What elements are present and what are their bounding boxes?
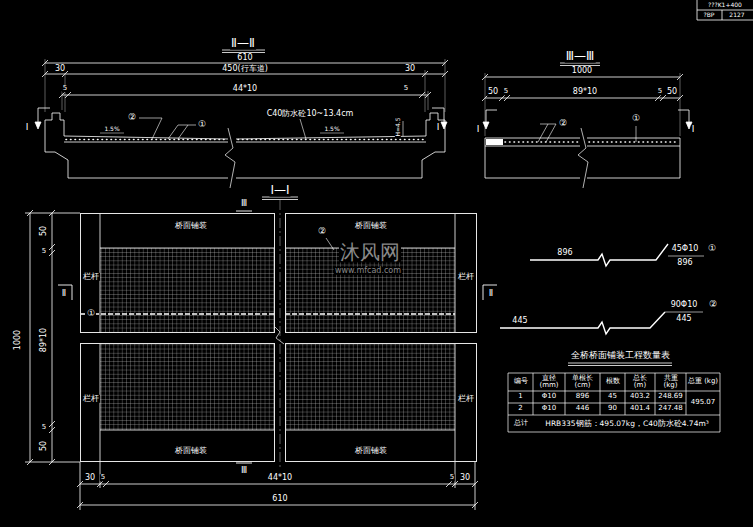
table-header: 单根长 (cm): [565, 375, 600, 390]
deck-panel: 桥面铺装栏杆: [285, 213, 477, 333]
railing-label: 栏杆: [457, 273, 475, 281]
dimension-text: 5: [41, 424, 47, 431]
dimension-text: 445: [511, 317, 528, 325]
section-mark: Ⅰ: [436, 123, 441, 132]
dimension-text: 5: [657, 88, 663, 95]
callout-number: ①: [631, 114, 641, 123]
table-header: 直径 (mm): [533, 375, 565, 390]
callout-number: ①: [197, 120, 207, 129]
table-cell: 248.69: [657, 393, 684, 400]
dimension-text: 610: [236, 54, 253, 62]
railing-label: 栏杆: [82, 395, 100, 403]
dimension-text: 445: [675, 315, 692, 323]
section-mark: Ⅱ: [61, 289, 67, 298]
section-mark: Ⅰ: [476, 125, 481, 134]
pavement-label: 桥面铺装: [174, 447, 208, 455]
callout-number: ②: [708, 300, 718, 309]
section-mark: Ⅰ: [25, 123, 30, 132]
deck-panel: 桥面铺装栏杆: [80, 213, 275, 333]
dimension-text: 30: [84, 474, 96, 482]
title-block-text: 2127: [728, 12, 745, 18]
table-cell: 2: [517, 405, 523, 412]
dimension-text: 1000: [571, 67, 593, 75]
table-cell: Φ10: [541, 405, 557, 412]
dimension-text: 44*10: [267, 474, 293, 482]
table-header: 总重 (kg): [686, 378, 720, 385]
section-title: Ⅰ—Ⅰ: [269, 184, 290, 197]
dimension-text: 30: [404, 65, 416, 73]
dimension-text: 5: [41, 248, 47, 255]
dimension-text: 5: [503, 88, 509, 95]
title-block-text: ???K1+400: [707, 2, 743, 8]
table-header: 根数: [600, 378, 625, 385]
dimension-text: 89*10: [572, 88, 598, 96]
table-cell: 896: [575, 393, 590, 400]
section-mark: Ⅰ: [691, 125, 696, 134]
section-mark: Ⅲ: [240, 199, 248, 208]
dimension-text: 896: [676, 259, 693, 267]
rebar-spec: 90Φ10: [670, 301, 699, 309]
callout-number: ①: [707, 244, 717, 253]
callout-number: ①: [86, 309, 96, 318]
callout-number: ②: [317, 227, 327, 236]
table-cell: 495.07: [690, 399, 717, 406]
rebar-spec: 45Φ10: [671, 245, 700, 253]
dimension-text: 30: [459, 474, 471, 482]
dimension-text: 5: [62, 85, 68, 92]
dimension-text: 1000: [14, 329, 22, 351]
dimension-text: 89*10: [40, 327, 48, 353]
section-mark: Ⅲ: [240, 466, 248, 475]
section-title: Ⅲ—Ⅲ: [565, 50, 596, 63]
table-cell: HRB335钢筋：495.07kg，C40防水砼4.74m³: [544, 420, 709, 428]
section-mark: Ⅱ: [488, 289, 494, 298]
callout-number: ②: [558, 119, 568, 128]
title-block-text: ?BP: [703, 12, 716, 18]
section-title: Ⅱ—Ⅱ: [230, 37, 256, 50]
dimension-text: 610: [271, 495, 288, 503]
table-cell: 446: [575, 405, 590, 412]
table-cell: 247.48: [657, 405, 684, 412]
dimension-text: 450(行车道): [221, 65, 269, 73]
table-title: 全桥桥面铺装工程数量表: [570, 351, 671, 360]
table-header: 总长 (m): [625, 375, 655, 390]
railing-label: 栏杆: [82, 273, 100, 281]
dimension-text: 896: [556, 249, 573, 257]
dimension-text: 50: [487, 88, 499, 96]
table-header: 编号: [508, 378, 533, 385]
dimension-text: 44*10: [232, 85, 258, 93]
table-cell: 45: [607, 393, 618, 400]
pavement-label: 桥面铺装: [354, 447, 388, 455]
table-cell: 1: [517, 393, 523, 400]
dimension-text: 5: [100, 474, 106, 481]
table-cell: 401.4: [629, 405, 651, 412]
note-text: C40防水砼10~13.4cm: [266, 110, 355, 118]
dimension-text: 50: [666, 88, 678, 96]
watermark: 沐风网: [339, 242, 401, 263]
callout-number: ②: [127, 113, 137, 122]
slope-text: 1.5%: [323, 126, 340, 132]
table-cell: 403.2: [629, 393, 651, 400]
table-cell: 90: [607, 405, 618, 412]
deck-panel: 桥面铺装 栏杆: [80, 343, 275, 462]
dimension-text: 30: [54, 65, 66, 73]
table-header: 共重 (kg): [655, 375, 686, 390]
dimension-text: 50: [40, 440, 48, 452]
railing-label: 栏杆: [457, 395, 475, 403]
table-cell: 总计: [513, 420, 529, 427]
deck-panel: 桥面铺装 栏杆: [285, 343, 477, 462]
dimension-text: H=4.5: [395, 116, 401, 137]
dimension-text: 50: [40, 225, 48, 237]
pavement-label: 桥面铺装: [174, 222, 208, 230]
slope-text: 1.5%: [103, 126, 120, 132]
dimension-text: 5: [403, 85, 409, 92]
pavement-label: 桥面铺装: [354, 222, 388, 230]
dimension-text: 5: [449, 474, 455, 481]
table-cell: Φ10: [541, 393, 557, 400]
watermark: www.mfcad.com: [334, 267, 402, 275]
